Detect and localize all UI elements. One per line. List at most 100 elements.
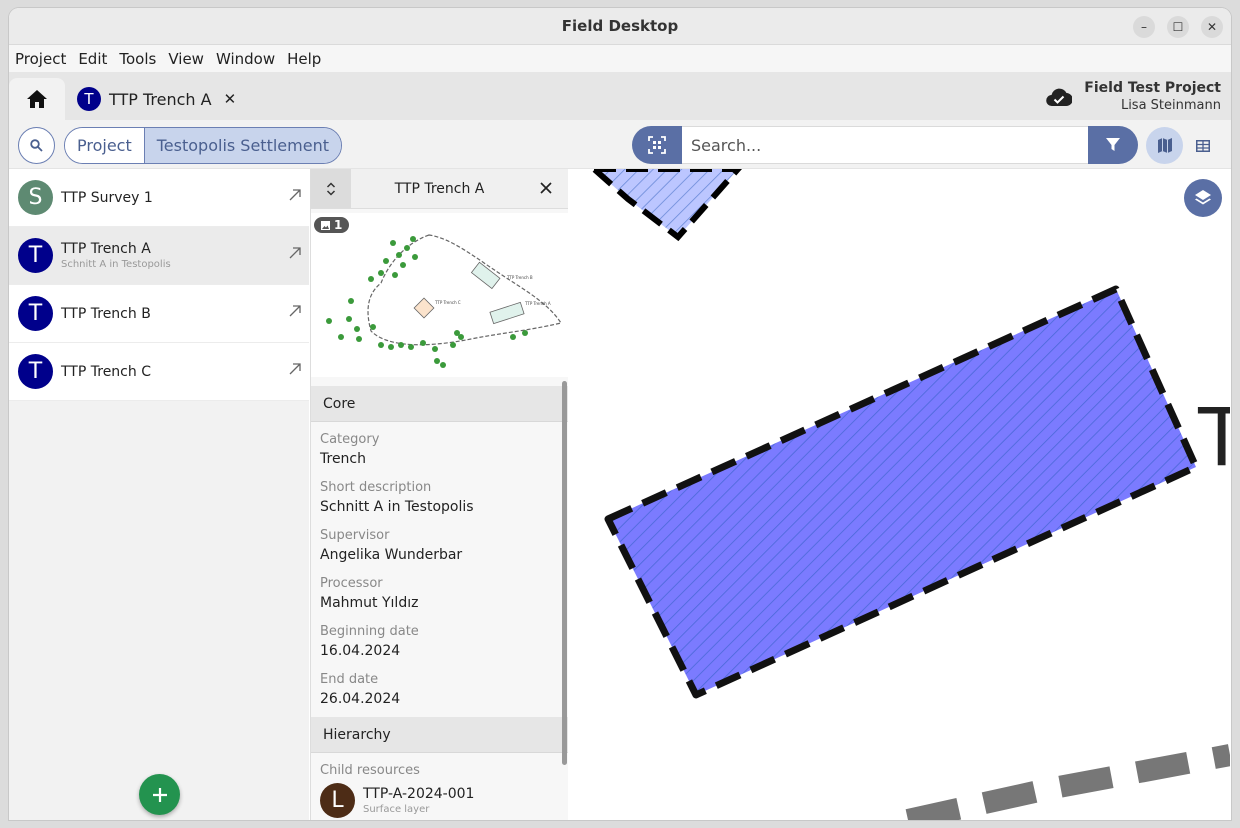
menu-help[interactable]: Help <box>287 49 322 68</box>
qr-scan-icon <box>648 136 666 154</box>
arrow-up-right-icon[interactable] <box>289 363 301 375</box>
field-value-processor: Mahmut Yıldız <box>320 595 419 611</box>
close-window-icon[interactable]: ✕ <box>1201 16 1223 38</box>
plan-label-trench-c: TTP Trench C <box>434 300 461 305</box>
field-value-supervisor: Angelika Wunderbar <box>320 547 463 563</box>
content-area: S TTP Survey 1 T TTP Trench A Schnitt A … <box>9 169 1231 820</box>
breadcrumb-current[interactable]: Testopolis Settlement <box>143 128 341 163</box>
menu-project[interactable]: Project <box>15 49 67 68</box>
list-item-ttp-trench-a[interactable]: T TTP Trench A Schnitt A in Testopolis <box>9 227 309 285</box>
menu-tools[interactable]: Tools <box>119 49 157 68</box>
map-view[interactable]: T <box>568 169 1231 820</box>
sidebar-header: TTP Trench A <box>311 169 568 209</box>
core-fields: Category Trench Short description Schnit… <box>311 422 568 717</box>
window-controls: – ☐ ✕ <box>1133 16 1223 38</box>
menu-bar: Project Edit Tools View Window Help <box>9 45 1231 72</box>
list-avatar: S <box>18 180 53 215</box>
field-label-end-date: End date <box>320 672 379 687</box>
user-name: Lisa Steinmann <box>1120 98 1221 113</box>
image-count-badge: 1 <box>314 217 350 233</box>
field-label-category: Category <box>320 432 380 447</box>
map-feature-dashed-boundary <box>905 744 1231 820</box>
tab-ttp-trench-a[interactable]: T TTP Trench A ✕ <box>65 78 248 120</box>
arrow-up-right-icon[interactable] <box>289 247 301 259</box>
menu-edit[interactable]: Edit <box>78 49 108 68</box>
section-core-heading[interactable]: Core <box>311 386 568 422</box>
close-tab-icon[interactable]: ✕ <box>223 90 237 108</box>
map-view-button[interactable] <box>1146 127 1183 164</box>
expand-sidebar-button[interactable] <box>311 169 351 208</box>
map-icon <box>1157 138 1172 153</box>
tab-avatar: T <box>77 87 101 111</box>
unfold-icon <box>326 181 336 196</box>
arrow-up-right-icon[interactable] <box>289 189 301 201</box>
field-label-beginning-date: Beginning date <box>320 624 419 639</box>
window-title: Field Desktop <box>561 17 679 35</box>
child-avatar: L <box>320 783 355 818</box>
search-toggle-button[interactable] <box>18 127 55 164</box>
layers-button[interactable] <box>1184 179 1222 217</box>
minimize-icon[interactable]: – <box>1133 16 1155 38</box>
breadcrumb-project[interactable]: Project <box>65 128 144 163</box>
plan-label-trench-b: TTP Trench B <box>506 275 533 280</box>
field-label-supervisor: Supervisor <box>320 528 390 543</box>
list-avatar: T <box>18 238 53 273</box>
hierarchy-fields: Child resources L TTP-A-2024-001 Surface… <box>311 753 568 820</box>
field-value-beginning-date: 16.04.2024 <box>320 643 401 659</box>
child-description: Surface layer <box>363 804 430 815</box>
image-icon <box>321 220 330 230</box>
list-item-name: TTP Survey 1 <box>61 189 153 206</box>
list-item-description: Schnitt A in Testopolis <box>61 259 171 270</box>
list-avatar: T <box>18 354 53 389</box>
table-icon <box>1195 139 1210 152</box>
tab-bar: T TTP Trench A ✕ Field Test Project Lisa… <box>9 72 1231 120</box>
filter-icon <box>1106 138 1120 151</box>
list-item-name: TTP Trench A <box>61 241 151 257</box>
sidebar-scrollbar[interactable] <box>562 381 567 765</box>
tab-home[interactable] <box>9 78 65 120</box>
list-avatar: T <box>18 296 53 331</box>
field-label-processor: Processor <box>320 576 383 591</box>
menu-view[interactable]: View <box>168 49 204 68</box>
resource-list: S TTP Survey 1 T TTP Trench A Schnitt A … <box>9 169 309 820</box>
search-bar <box>632 126 1138 164</box>
list-item-name: TTP Trench B <box>61 305 151 322</box>
map-feature-label: T <box>1196 389 1230 483</box>
qr-scan-button[interactable] <box>632 126 682 164</box>
sidebar-title: TTP Trench A <box>394 180 485 197</box>
breadcrumb: Project Testopolis Settlement <box>64 127 342 164</box>
field-value-category: Trench <box>320 451 366 467</box>
map-feature-trench-b-partial[interactable] <box>589 169 743 242</box>
maximize-icon[interactable]: ☐ <box>1167 16 1189 38</box>
list-view-button[interactable] <box>1184 127 1221 164</box>
tab-label: TTP Trench A <box>109 89 212 109</box>
plus-icon <box>152 787 167 802</box>
site-plan-drawing: TTP Trench B TTP Trench A TTP Trench C <box>326 234 562 368</box>
field-label-short-description: Short description <box>320 480 432 495</box>
project-info[interactable]: Field Test Project Lisa Steinmann <box>1046 79 1221 115</box>
search-icon <box>30 139 43 152</box>
list-item-ttp-trench-c[interactable]: T TTP Trench C <box>9 343 309 401</box>
list-item-ttp-trench-b[interactable]: T TTP Trench B <box>9 285 309 343</box>
cloud-sync-icon <box>1046 88 1073 107</box>
search-input[interactable] <box>682 126 1088 164</box>
list-item-ttp-survey-1[interactable]: S TTP Survey 1 <box>9 169 309 227</box>
map-canvas[interactable]: T <box>568 169 1231 820</box>
arrow-up-right-icon[interactable] <box>289 305 301 317</box>
image-thumbnail[interactable]: 1 TTP Trench B TTP Trench A TTP Trench C <box>311 213 568 377</box>
plan-label-trench-a: TTP Trench A <box>524 301 551 306</box>
home-icon <box>27 90 47 108</box>
list-item-name: TTP Trench C <box>61 363 151 380</box>
menu-window[interactable]: Window <box>215 49 276 68</box>
close-icon[interactable] <box>536 178 556 198</box>
layers-icon <box>1195 190 1211 205</box>
section-hierarchy-heading[interactable]: Hierarchy <box>311 717 568 753</box>
toolbar: Project Testopolis Settlement <box>9 120 1231 169</box>
add-resource-button[interactable] <box>139 774 180 815</box>
filter-button[interactable] <box>1088 126 1138 164</box>
app-window: Field Desktop – ☐ ✕ Project Edit Tools V… <box>9 8 1231 820</box>
title-bar: Field Desktop – ☐ ✕ <box>9 8 1231 45</box>
child-resource-item[interactable]: L TTP-A-2024-001 Surface layer <box>320 783 559 818</box>
map-feature-trench-a[interactable] <box>604 285 1200 699</box>
child-name: TTP-A-2024-001 <box>363 786 475 802</box>
